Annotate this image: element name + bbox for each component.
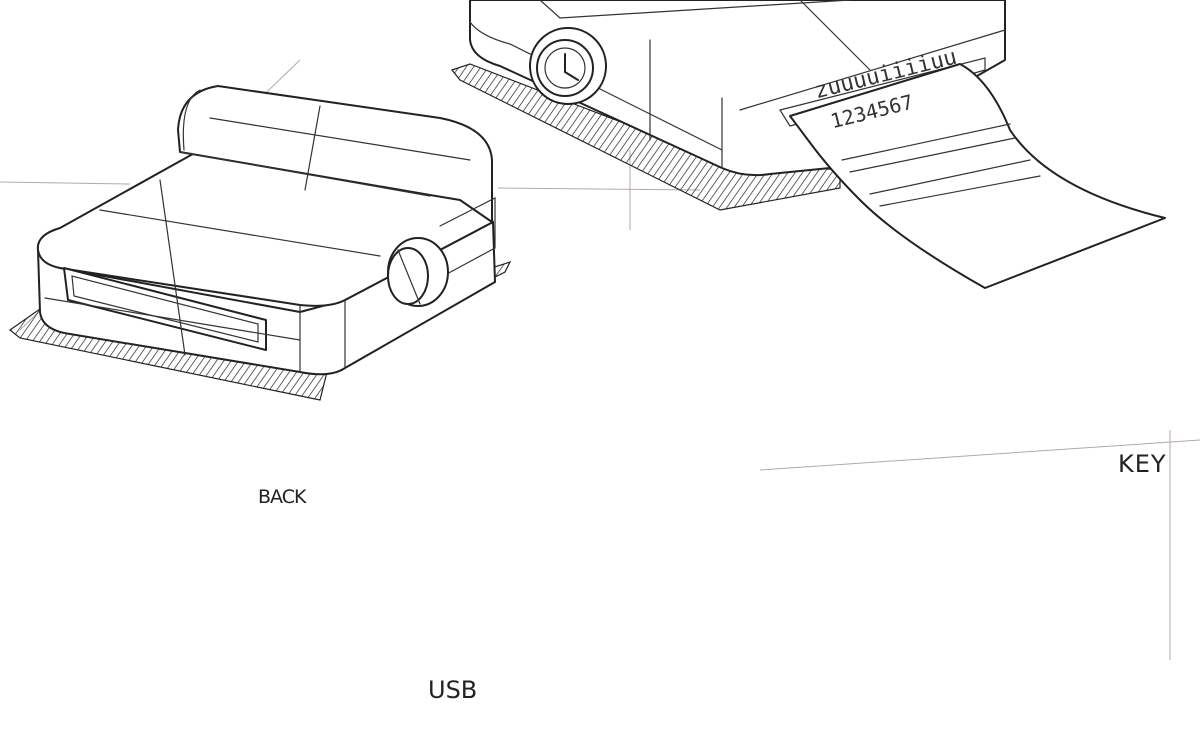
- printer-closed-sketch: [8, 85, 512, 401]
- printer-printing-sketch: [450, 0, 1166, 289]
- key-label: KEY: [1118, 450, 1167, 478]
- usb-label: USB: [428, 676, 478, 704]
- back-label: BACK: [258, 486, 306, 508]
